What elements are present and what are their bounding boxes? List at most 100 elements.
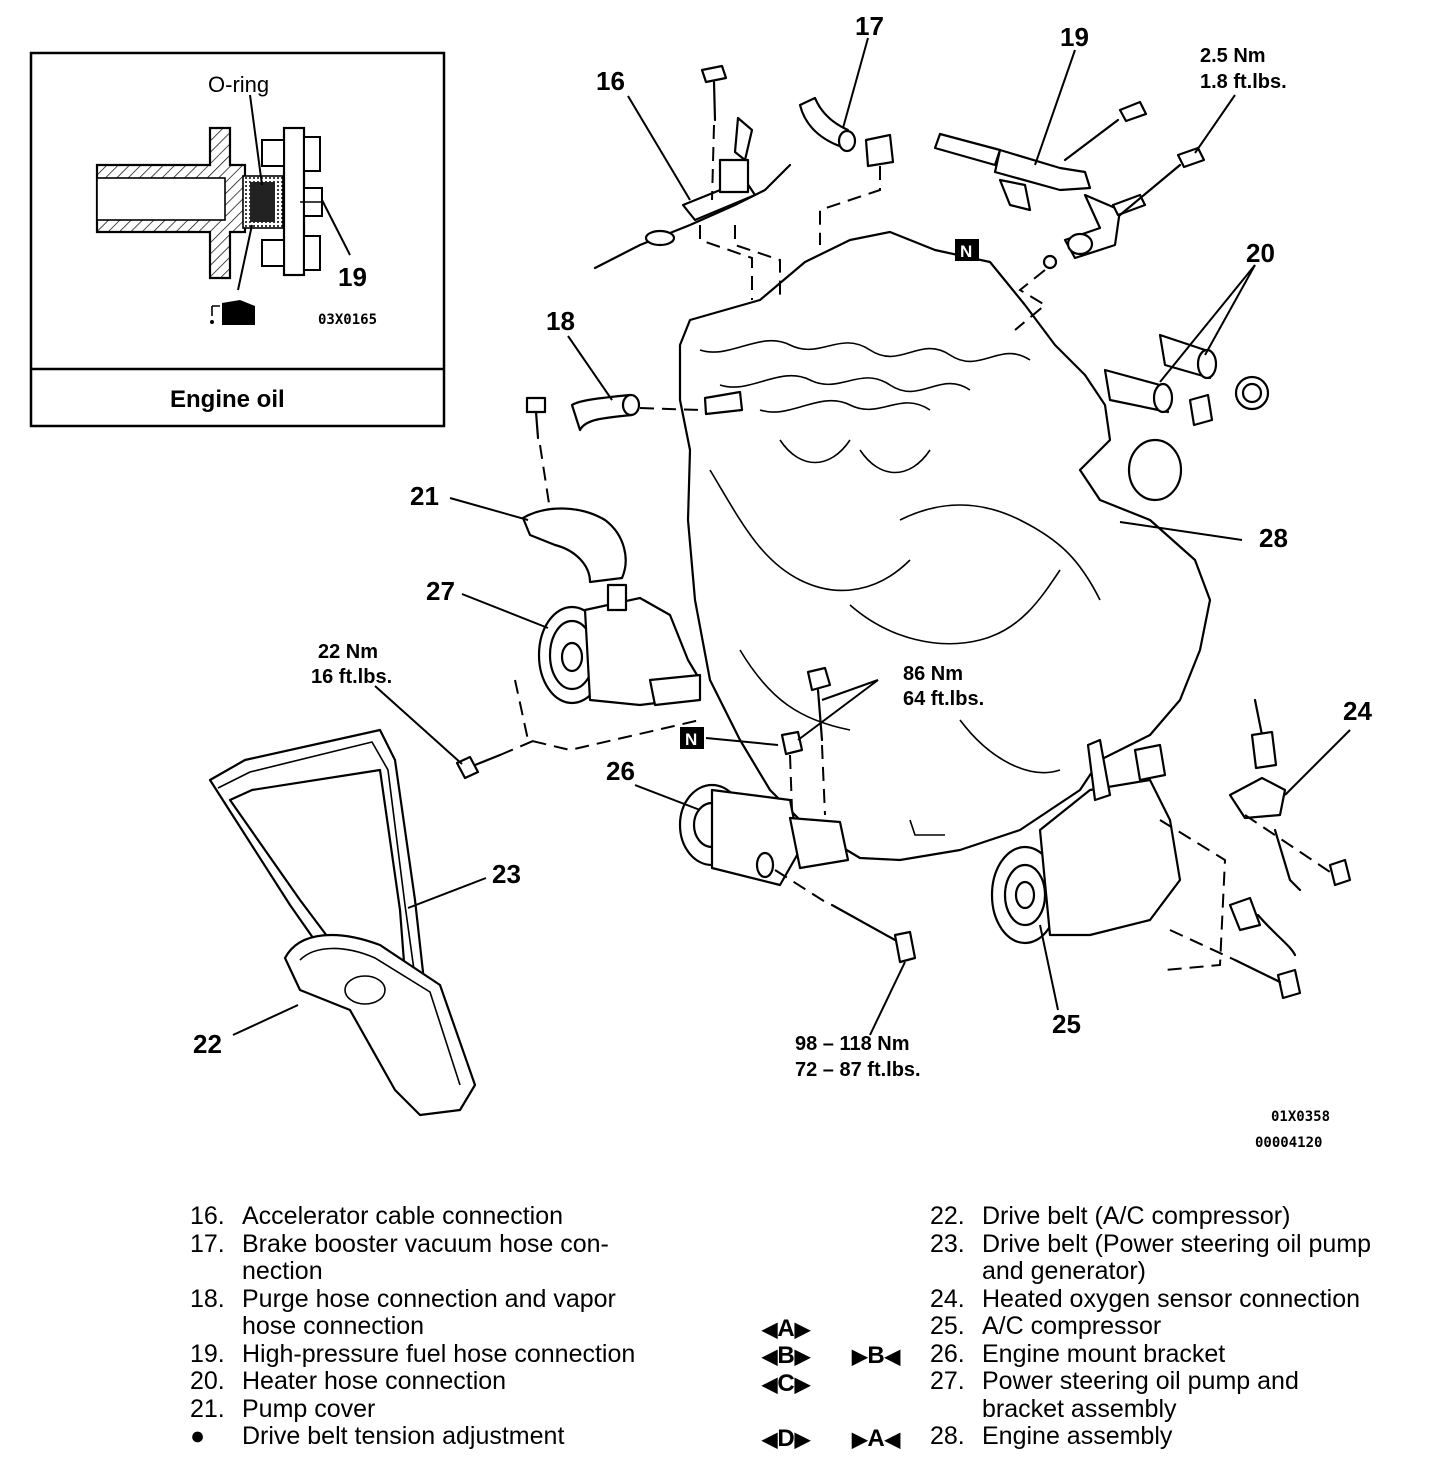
legend-item-text: Purge hose connection and vapor bbox=[242, 1284, 616, 1313]
legend-item-text: High-pressure fuel hose connection bbox=[242, 1339, 636, 1368]
legend-item-text: Engine assembly bbox=[982, 1422, 1173, 1450]
legend-item-text: Drive belt tension adjustment bbox=[242, 1422, 565, 1450]
torque-fuel-nm: 2.5 Nm bbox=[1200, 45, 1266, 67]
pump-cover bbox=[521, 507, 627, 584]
legend-item-number: 21. bbox=[190, 1394, 225, 1423]
callout-27: 27 bbox=[426, 576, 455, 606]
inset-panel: O-ring 19 03X0165 Engine oil bbox=[29, 51, 446, 428]
torque-mount-ft: 64 ft.lbs. bbox=[903, 688, 984, 710]
install-mark-b: ▶B◀ bbox=[852, 1342, 901, 1369]
legend-item: 18. Purge hose connection and vapor bbox=[190, 1284, 710, 1314]
legend-item: nection bbox=[190, 1257, 710, 1286]
inset-code: 03X0165 bbox=[318, 312, 377, 328]
power-steering-pump bbox=[514, 583, 702, 752]
callout-23: 23 bbox=[492, 859, 521, 889]
legend-item: 23. Drive belt (Power steering oil pump bbox=[930, 1229, 1450, 1259]
legend-item-text: Power steering oil pump and bbox=[982, 1367, 1299, 1395]
callout-24: 24 bbox=[1343, 696, 1372, 726]
torque-pump-nm: 22 Nm bbox=[318, 641, 378, 663]
legend-item: bracket assembly bbox=[930, 1394, 1450, 1424]
legend-item: 16. Accelerator cable connection bbox=[190, 1202, 710, 1231]
legend-item-number: 24. bbox=[930, 1284, 965, 1313]
legend-left: 16. Accelerator cable connection 17. Brake … bbox=[190, 1202, 710, 1451]
legend-item-text: Pump cover bbox=[242, 1394, 376, 1423]
callout-19: 19 bbox=[1060, 22, 1089, 52]
removal-mark-d: ◀D▶ bbox=[762, 1425, 811, 1452]
accelerator-cable-bracket bbox=[593, 64, 792, 300]
inset-callout-19: 19 bbox=[338, 262, 367, 292]
legend-item-number bbox=[930, 1258, 982, 1286]
callout-25: 25 bbox=[1052, 1009, 1081, 1039]
torque-bolt-ft: 72 – 87 ft.lbs. bbox=[795, 1059, 921, 1081]
purge-hose bbox=[525, 390, 744, 511]
exploded-engine-diagram: O-ring 19 03X0165 Engine oil bbox=[29, 11, 1372, 1151]
legend-item-text: Drive belt (A/C compressor) bbox=[982, 1202, 1291, 1230]
legend-item-number bbox=[190, 1258, 242, 1286]
legend-item-text: bracket assembly bbox=[982, 1394, 1177, 1423]
legend-item-text: nection bbox=[242, 1257, 323, 1285]
torque-pump-ft: 16 ft.lbs. bbox=[311, 666, 392, 688]
legend-item-number: 18. bbox=[190, 1284, 225, 1313]
svg-text:N: N bbox=[685, 730, 697, 749]
legend-item-text: and generator) bbox=[982, 1257, 1147, 1285]
legend-item: 19.High-pressure fuel hose connection bbox=[190, 1339, 710, 1369]
callout-18: 18 bbox=[546, 306, 575, 336]
legend-item: 28. Engine assembly bbox=[930, 1422, 1450, 1451]
legend-item-number: 25. bbox=[930, 1312, 965, 1340]
legend-item-number: 17. bbox=[190, 1229, 225, 1258]
figure-code-2: 00004120 bbox=[1255, 1135, 1322, 1151]
removal-mark-c: ◀C▶ bbox=[762, 1370, 811, 1397]
legend-item: 24. Heated oxygen sensor connection bbox=[930, 1284, 1450, 1314]
legend-item-number: 26. bbox=[930, 1339, 965, 1368]
legend-item-number: ● bbox=[190, 1422, 206, 1450]
callout-22: 22 bbox=[193, 1029, 222, 1059]
legend-item: and generator) bbox=[930, 1257, 1450, 1286]
callout-17: 17 bbox=[855, 11, 884, 41]
heater-hoses bbox=[1103, 333, 1270, 427]
drive-belt-22 bbox=[283, 933, 477, 1117]
torque-bolt-nm: 98 – 118 Nm bbox=[795, 1033, 910, 1055]
legend-item-text: hose connection bbox=[242, 1312, 425, 1340]
figure-code-1: 01X0358 bbox=[1271, 1109, 1330, 1125]
ac-compressor bbox=[990, 738, 1302, 1000]
legend-item-number: 27. bbox=[930, 1367, 965, 1395]
legend-right: 22. Drive belt (A/C compressor) 23. Drive b… bbox=[930, 1202, 1450, 1451]
callout-21: 21 bbox=[410, 481, 439, 511]
torque-mount-nm: 86 Nm bbox=[903, 663, 963, 685]
oxygen-sensor-connector bbox=[1228, 698, 1352, 957]
engine-mount-bracket bbox=[678, 666, 917, 964]
callout-20: 20 bbox=[1246, 238, 1275, 268]
callout-26: 26 bbox=[606, 756, 635, 786]
legend-item: 27. Power steering oil pump and bbox=[930, 1367, 1450, 1396]
fuel-hose-assembly bbox=[933, 100, 1206, 331]
inset-caption: Engine oil bbox=[170, 386, 285, 413]
n-mark-2: N bbox=[680, 727, 704, 749]
legend-item-text: Brake booster vacuum hose con- bbox=[242, 1229, 609, 1258]
legend-item-text: Engine mount bracket bbox=[982, 1339, 1226, 1368]
callout-28: 28 bbox=[1259, 523, 1288, 553]
legend-item-text: Drive belt (Power steering oil pump bbox=[982, 1229, 1372, 1258]
legend-item-text: A/C compressor bbox=[982, 1312, 1162, 1340]
vacuum-hose bbox=[798, 96, 895, 245]
legend-item-text: Accelerator cable connection bbox=[242, 1202, 564, 1230]
legend-item-number bbox=[930, 1396, 982, 1424]
legend-item: 20.Heater hose connection bbox=[190, 1367, 710, 1396]
legend-item: ● Drive belt tension adjustment bbox=[190, 1422, 710, 1451]
legend-item-number: 16. bbox=[190, 1202, 225, 1230]
legend-item: 17. Brake booster vacuum hose con- bbox=[190, 1229, 710, 1259]
legend-item: 21. Pump cover bbox=[190, 1394, 710, 1424]
legend-item: 25. A/C compressor bbox=[930, 1312, 1450, 1341]
legend-item: 26. Engine mount bracket bbox=[930, 1339, 1450, 1369]
callout-16: 16 bbox=[596, 66, 625, 96]
oring-label: O-ring bbox=[208, 72, 269, 97]
legend-item-number: 28. bbox=[930, 1422, 965, 1450]
legend-item-text: Heated oxygen sensor connection bbox=[982, 1284, 1361, 1313]
legend-item: hose connection bbox=[190, 1312, 710, 1341]
torque-fuel-ft: 1.8 ft.lbs. bbox=[1200, 71, 1287, 93]
removal-mark-a: ◀A▶ bbox=[762, 1315, 811, 1342]
legend-item-number: 23. bbox=[930, 1229, 965, 1258]
removal-mark-b: ◀B▶ bbox=[762, 1342, 811, 1369]
legend-item-number: 22. bbox=[930, 1202, 965, 1230]
legend-item-number bbox=[190, 1313, 242, 1341]
legend-item-number: 20. bbox=[190, 1367, 225, 1395]
